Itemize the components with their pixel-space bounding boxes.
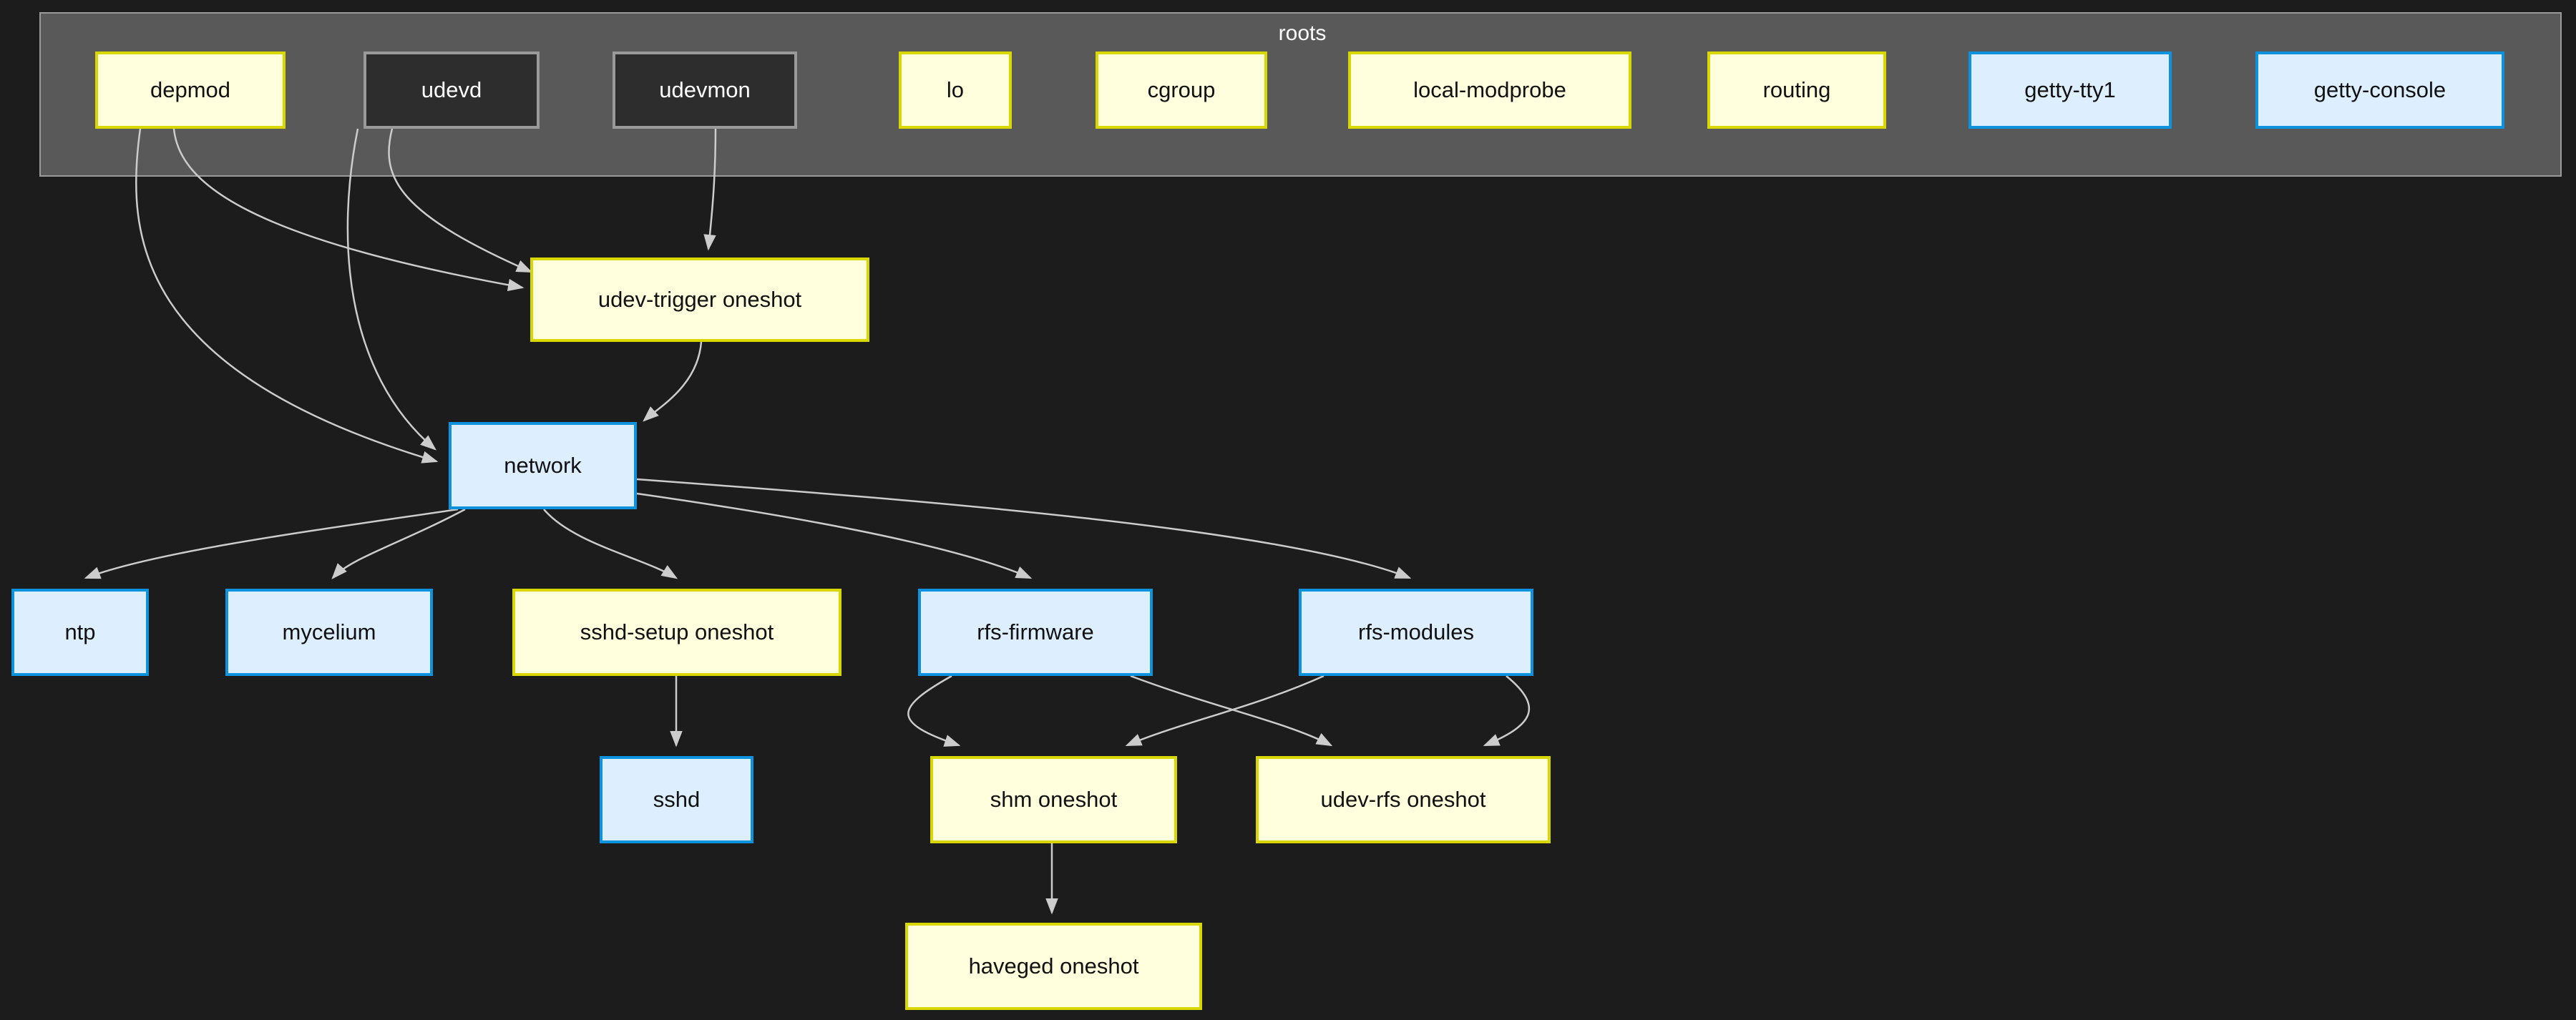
node-shm[interactable]: shm oneshot (930, 756, 1177, 843)
edge-network-to-sshd-setup: network → sshd-setup oneshot (543, 509, 678, 579)
node-local-modprobe[interactable]: local-modprobe (1348, 52, 1631, 129)
node-getty-console[interactable]: getty-console (2255, 52, 2504, 129)
edge-network-to-rfs-firmware: network → rfs-firmware (636, 492, 1033, 579)
node-network[interactable]: network (449, 422, 637, 509)
node-depmod[interactable]: depmod (95, 52, 286, 129)
edge-rfs-firmware-to-udev-rfs: rfs-firmware → udev-rfs oneshot (1130, 675, 1333, 747)
node-udev-rfs[interactable]: udev-rfs oneshot (1256, 756, 1551, 843)
node-udevmon[interactable]: udevmon (613, 52, 797, 129)
node-sshd[interactable]: sshd (600, 756, 753, 843)
edge-network-to-ntp: network → ntp (84, 508, 459, 579)
node-sshd-setup[interactable]: sshd-setup oneshot (512, 589, 841, 676)
edge-network-to-mycelium: network → mycelium (331, 508, 466, 579)
node-rfs-firmware[interactable]: rfs-firmware (918, 589, 1153, 676)
edge-udev-trigger-to-network: udev-trigger oneshot → network (643, 341, 703, 422)
node-udevd[interactable]: udevd (364, 52, 540, 129)
node-routing[interactable]: routing (1707, 52, 1886, 129)
node-lo[interactable]: lo (899, 52, 1012, 129)
node-cgroup[interactable]: cgroup (1096, 52, 1267, 129)
edge-rfs-firmware-to-shm: rfs-firmware → shm oneshot (907, 675, 961, 747)
node-haveged[interactable]: haveged oneshot (905, 923, 1202, 1010)
edge-udevd-to-network: udevd → network (346, 128, 436, 451)
node-ntp[interactable]: ntp (11, 589, 149, 676)
node-getty-tty1[interactable]: getty-tty1 (1968, 52, 2172, 129)
node-rfs-modules[interactable]: rfs-modules (1299, 589, 1533, 676)
node-mycelium[interactable]: mycelium (225, 589, 433, 676)
cluster-roots-label: roots (1278, 21, 1327, 45)
node-udev-trigger[interactable]: udev-trigger oneshot (530, 258, 869, 342)
edge-rfs-modules-to-shm: rfs-modules → shm oneshot (1125, 675, 1324, 747)
edge-rfs-modules-to-udev-rfs: rfs-modules → udev-rfs oneshot (1483, 675, 1530, 747)
edge-network-to-rfs-modules: network → rfs-modules (636, 478, 1412, 579)
edge-depmod-to-network: depmod → network (135, 128, 439, 464)
